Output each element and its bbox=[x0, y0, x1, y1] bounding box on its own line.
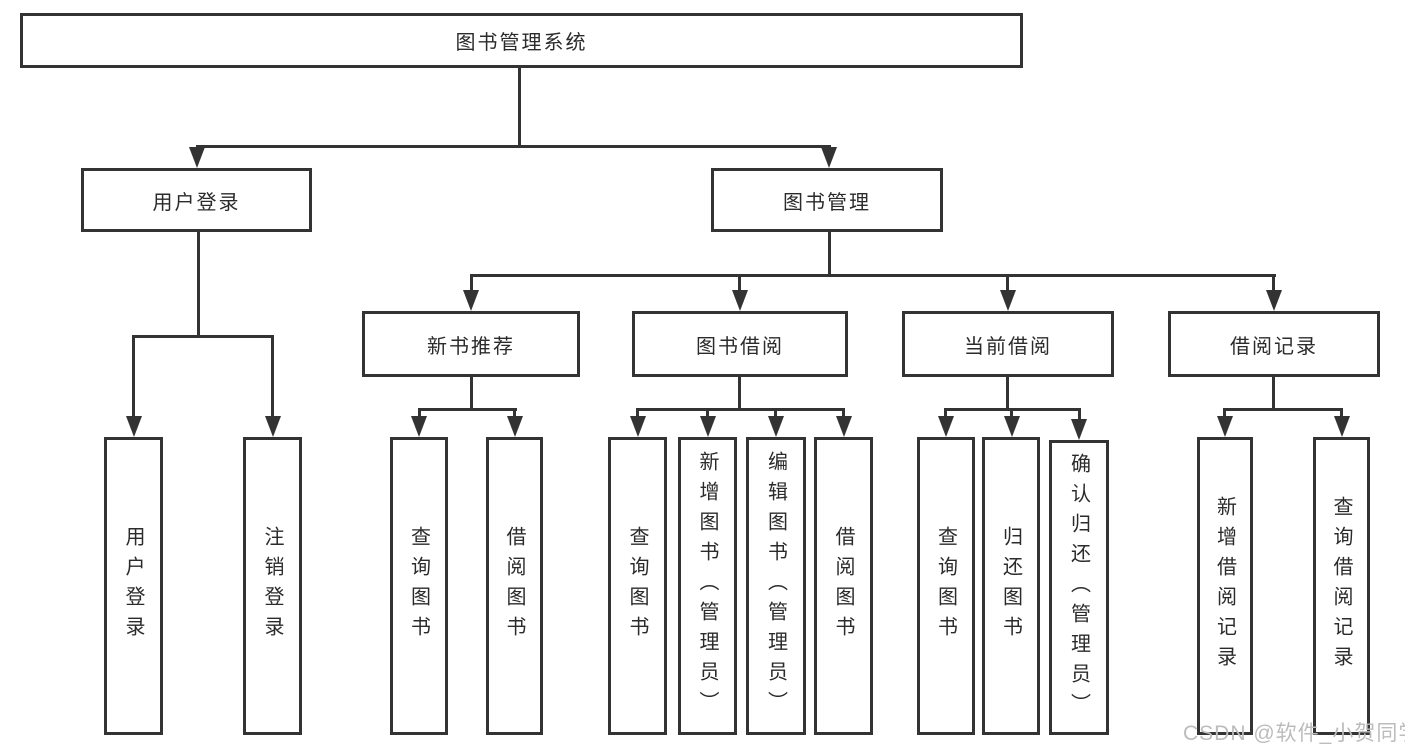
arrow-down-icon bbox=[1334, 416, 1350, 437]
connector-line bbox=[1272, 274, 1275, 292]
arrow-down-icon bbox=[821, 147, 837, 168]
node-book-borrow-label: 图书借阅 bbox=[696, 335, 784, 358]
connector-line bbox=[418, 408, 421, 418]
connector-line bbox=[636, 408, 639, 418]
connector-line bbox=[842, 408, 845, 418]
connector-line bbox=[470, 377, 473, 408]
leaf-current-query-book: 查询图书 bbox=[917, 437, 975, 735]
arrow-down-icon bbox=[126, 416, 142, 437]
connector-line bbox=[636, 408, 845, 411]
node-book-borrow: 图书借阅 bbox=[632, 311, 848, 377]
leaf-current-query-book-label: 查询图书 bbox=[934, 526, 957, 646]
arrow-down-icon bbox=[700, 416, 716, 437]
arrow-down-icon bbox=[938, 416, 954, 437]
arrow-down-icon bbox=[1071, 419, 1087, 440]
connector-line bbox=[828, 232, 831, 274]
connector-line bbox=[944, 408, 947, 418]
leaf-logout-label: 注销登录 bbox=[261, 526, 283, 646]
connector-line bbox=[418, 408, 517, 411]
arrow-down-icon bbox=[189, 147, 205, 168]
connector-line bbox=[1223, 408, 1226, 418]
connector-line bbox=[518, 68, 521, 145]
connector-line bbox=[271, 335, 274, 417]
node-borrow-record-label: 借阅记录 bbox=[1230, 335, 1318, 358]
leaf-borrow-query-book: 查询图书 bbox=[608, 437, 667, 735]
leaf-newbook-borrow-book: 借阅图书 bbox=[486, 437, 543, 735]
arrow-down-icon bbox=[1266, 290, 1282, 311]
node-book-management-label: 图书管理 bbox=[783, 191, 871, 214]
node-new-book-recommend-label: 新书推荐 bbox=[427, 335, 515, 358]
leaf-return-book: 归还图书 bbox=[982, 437, 1040, 735]
leaf-edit-book-admin: 编辑图书（管理员） bbox=[746, 437, 806, 735]
connector-line bbox=[774, 408, 777, 418]
leaf-newbook-query-book-label: 查询图书 bbox=[407, 526, 430, 646]
node-borrow-record: 借阅记录 bbox=[1168, 311, 1380, 377]
leaf-add-borrow-record: 新增借阅记录 bbox=[1197, 437, 1253, 735]
leaf-edit-book-admin-label: 编辑图书（管理员） bbox=[764, 451, 787, 721]
leaf-confirm-return-admin-label: 确认归还（管理员） bbox=[1067, 452, 1090, 723]
node-new-book-recommend: 新书推荐 bbox=[362, 311, 580, 377]
leaf-newbook-query-book: 查询图书 bbox=[390, 437, 448, 735]
connector-line bbox=[1010, 408, 1013, 418]
connector-line bbox=[197, 232, 200, 335]
leaf-user-login-label: 用户登录 bbox=[122, 526, 144, 646]
arrow-down-icon bbox=[732, 290, 748, 311]
arrow-down-icon bbox=[411, 416, 427, 437]
connector-line bbox=[1340, 408, 1343, 418]
connector-line bbox=[1078, 408, 1081, 421]
leaf-borrow-borrow-book: 借阅图书 bbox=[814, 437, 873, 735]
node-book-management: 图书管理 bbox=[711, 168, 943, 232]
leaf-borrow-query-book-label: 查询图书 bbox=[626, 526, 648, 646]
connector-line bbox=[1272, 377, 1275, 408]
leaf-user-login: 用户登录 bbox=[104, 437, 163, 735]
connector-line bbox=[132, 335, 274, 338]
connector-line bbox=[132, 335, 135, 417]
connector-line bbox=[196, 145, 831, 148]
arrow-down-icon bbox=[630, 416, 646, 437]
leaf-add-book-admin-label: 新增图书（管理员） bbox=[696, 451, 718, 721]
leaf-confirm-return-admin: 确认归还（管理员） bbox=[1049, 440, 1109, 735]
arrow-down-icon bbox=[265, 416, 281, 437]
node-user-login: 用户登录 bbox=[81, 168, 312, 232]
arrow-down-icon bbox=[1217, 416, 1233, 437]
arrow-down-icon bbox=[836, 416, 852, 437]
csdn-watermark: CSDN @软件_小贺同学 bbox=[1183, 722, 1405, 745]
leaf-return-book-label: 归还图书 bbox=[999, 526, 1022, 646]
arrow-down-icon bbox=[1004, 416, 1020, 437]
connector-line bbox=[470, 274, 1276, 277]
arrow-down-icon bbox=[507, 416, 523, 437]
connector-line bbox=[738, 274, 741, 292]
leaf-query-borrow-record-label: 查询借阅记录 bbox=[1330, 496, 1352, 676]
connector-line bbox=[706, 408, 709, 418]
leaf-newbook-borrow-book-label: 借阅图书 bbox=[503, 526, 525, 646]
node-current-borrow: 当前借阅 bbox=[902, 311, 1114, 377]
connector-line bbox=[1006, 274, 1009, 292]
leaf-query-borrow-record: 查询借阅记录 bbox=[1313, 437, 1370, 735]
connector-line bbox=[470, 274, 473, 292]
arrow-down-icon bbox=[463, 290, 479, 311]
node-root-label: 图书管理系统 bbox=[455, 32, 588, 54]
connector-line bbox=[1006, 377, 1009, 408]
node-current-borrow-label: 当前借阅 bbox=[964, 335, 1052, 358]
leaf-borrow-borrow-book-label: 借阅图书 bbox=[832, 526, 854, 646]
arrow-down-icon bbox=[1000, 290, 1016, 311]
connector-line bbox=[513, 408, 516, 418]
connector-line bbox=[738, 377, 741, 408]
leaf-logout: 注销登录 bbox=[243, 437, 302, 735]
connector-line bbox=[1223, 408, 1343, 411]
leaf-add-borrow-record-label: 新增借阅记录 bbox=[1213, 496, 1236, 676]
arrow-down-icon bbox=[768, 416, 784, 437]
node-user-login-label: 用户登录 bbox=[152, 191, 241, 214]
leaf-add-book-admin: 新增图书（管理员） bbox=[678, 437, 737, 735]
node-root-system: 图书管理系统 bbox=[20, 13, 1023, 68]
